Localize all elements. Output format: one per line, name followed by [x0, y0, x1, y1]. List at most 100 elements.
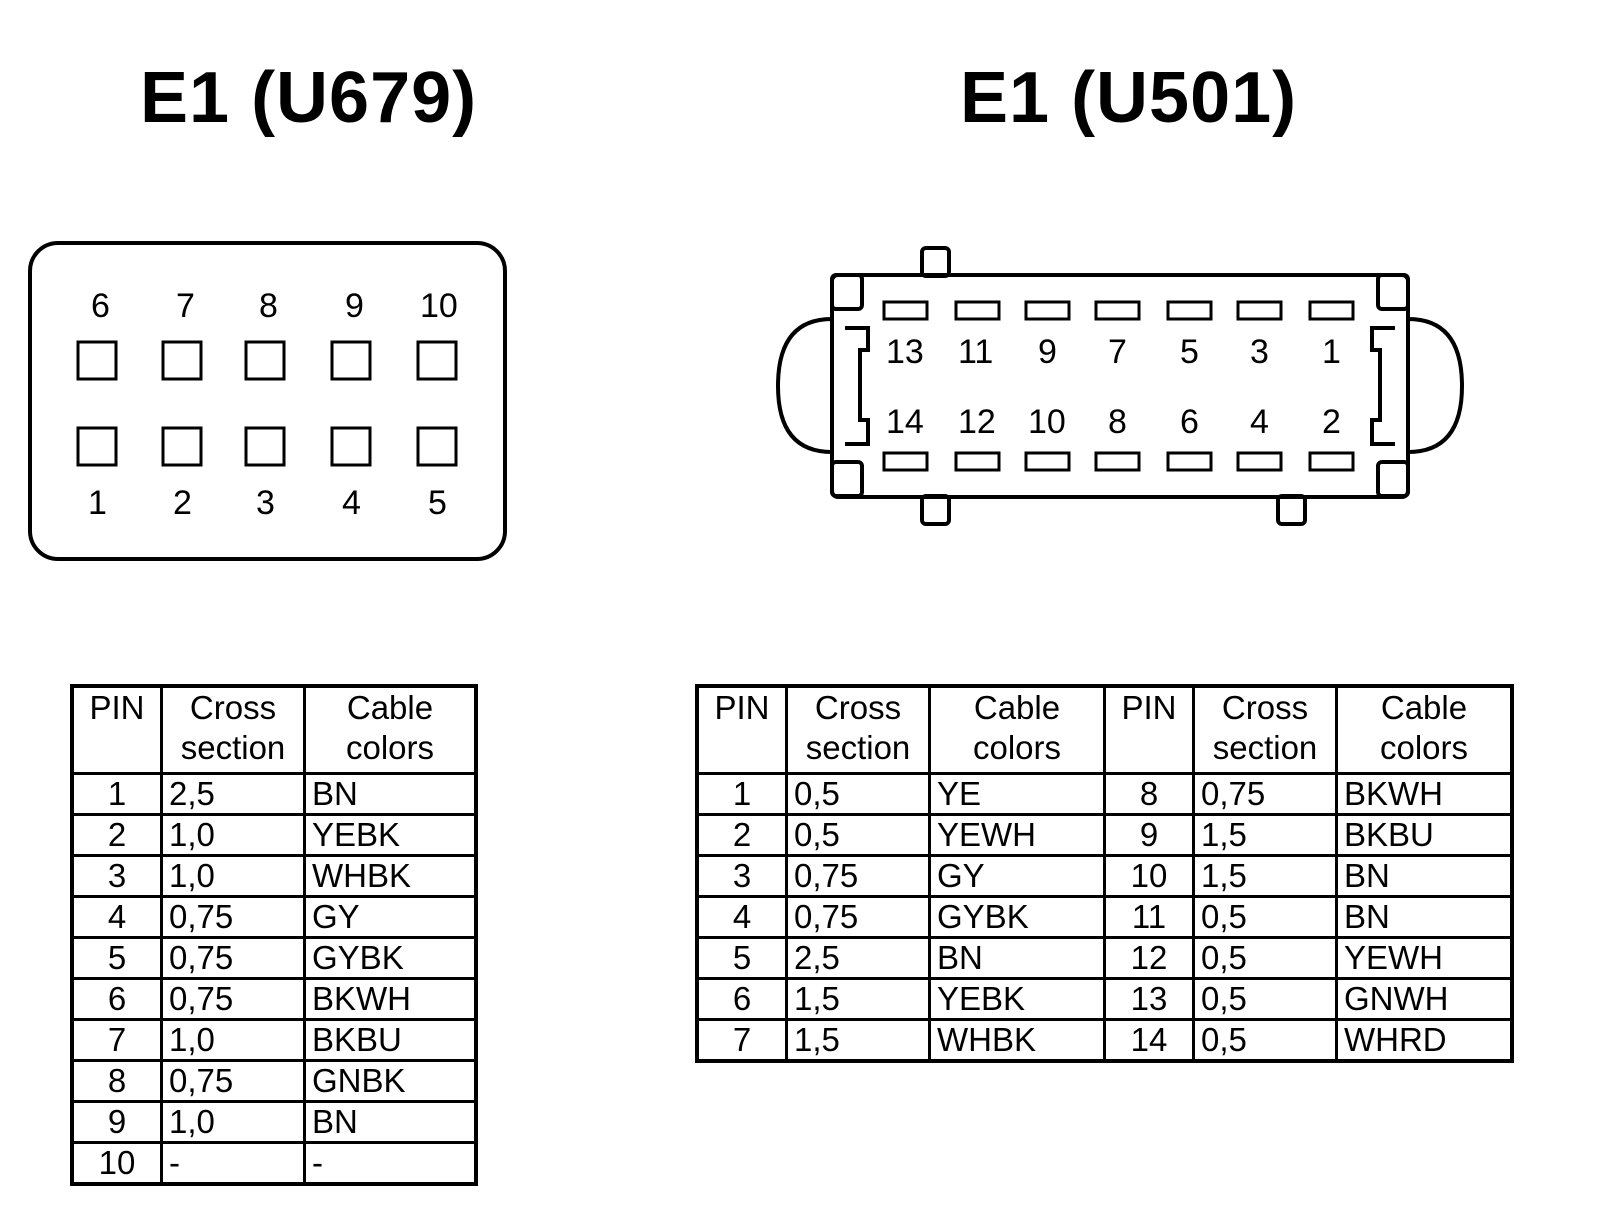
pin-number-label: 6	[1180, 403, 1199, 441]
cross-section-cell: 0,5	[785, 813, 931, 857]
cable-color-cell: BN	[1335, 854, 1514, 898]
pin-socket	[1166, 300, 1213, 321]
cable-color-cell: GYBK	[303, 936, 478, 980]
cable-color-cell: YEBK	[303, 813, 478, 857]
cross-section-cell: 2,5	[785, 936, 931, 980]
cable-color-cell: -	[303, 1141, 478, 1186]
connector-u679-housing	[28, 241, 507, 561]
cross-section-cell: 1,0	[160, 1100, 306, 1144]
pin-socket	[1236, 300, 1283, 321]
connector-u501-tab-top	[920, 246, 951, 278]
cross-section-cell: 1,0	[160, 813, 306, 857]
pin-socket	[1308, 451, 1355, 472]
pin-number-label: 9	[345, 287, 364, 325]
pin-cell: 1	[695, 772, 788, 816]
pin-socket	[244, 426, 286, 467]
pin-cell: 13	[1103, 977, 1195, 1021]
cross-section-cell: 0,75	[160, 977, 306, 1021]
pin-socket	[330, 426, 372, 467]
pin-cell: 12	[1103, 936, 1195, 980]
connector-u501-latch-left	[775, 317, 833, 454]
cable-color-cell: WHRD	[1335, 1018, 1514, 1063]
cross-section-cell: 1,5	[1192, 854, 1338, 898]
pin-socket	[330, 340, 372, 381]
pin-cell: 3	[695, 854, 788, 898]
pin-socket	[1236, 451, 1283, 472]
cross-section-cell: 0,5	[1192, 977, 1338, 1021]
cross-section-cell: 0,75	[160, 895, 306, 939]
cross-section-cell: 0,75	[1192, 772, 1338, 816]
pin-number-label: 7	[1108, 333, 1127, 371]
pin-number-label: 2	[1322, 403, 1341, 441]
pin-cell: 9	[70, 1100, 163, 1144]
cable-color-cell: WHBK	[928, 1018, 1106, 1063]
pin-socket	[1094, 451, 1141, 472]
connector-u501-corner-tr	[1376, 273, 1410, 311]
cable-color-cell: GY	[303, 895, 478, 939]
pin-cell: 8	[1103, 772, 1195, 816]
pin-socket	[76, 340, 118, 381]
connector-u501-corner-bl	[830, 460, 864, 498]
cable-color-cell: GY	[928, 854, 1106, 898]
cable-color-cell: BN	[303, 772, 478, 816]
pin-number-label: 10	[1028, 403, 1066, 441]
pin-socket	[416, 426, 458, 467]
pin-number-label: 6	[91, 287, 110, 325]
cross-section-cell: 0,5	[1192, 895, 1338, 939]
cross-section-cell: 1,5	[785, 977, 931, 1021]
connector-u501-corner-tl	[830, 273, 864, 311]
pin-cell: 4	[70, 895, 163, 939]
cable-color-cell: BKBU	[1335, 813, 1514, 857]
pin-socket	[882, 451, 929, 472]
col-header-pin: PIN	[70, 684, 163, 775]
cross-section-cell: 1,5	[785, 1018, 931, 1063]
cable-color-cell: BN	[928, 936, 1106, 980]
pin-number-label: 8	[259, 287, 278, 325]
pin-socket	[882, 300, 929, 321]
connector-u501-tab-bottom-right	[1276, 494, 1307, 526]
pin-number-label: 4	[342, 484, 361, 522]
cable-color-cell: GYBK	[928, 895, 1106, 939]
pin-cell: 7	[70, 1018, 163, 1062]
pin-socket	[1024, 300, 1071, 321]
pin-number-label: 4	[1250, 403, 1269, 441]
connector-u501-title: E1 (U501)	[960, 58, 1298, 138]
col-header-pin-2: PIN	[1103, 684, 1195, 775]
pin-number-label: 11	[958, 333, 993, 371]
pin-cell: 5	[70, 936, 163, 980]
pin-cell: 10	[1103, 854, 1195, 898]
pin-cell: 6	[695, 977, 788, 1021]
pin-socket	[1024, 451, 1071, 472]
pin-number-label: 3	[1250, 333, 1269, 371]
cross-section-cell: 1,0	[160, 1018, 306, 1062]
pin-number-label: 8	[1108, 403, 1127, 441]
cross-section-cell: 0,5	[1192, 936, 1338, 980]
connector-u501-latch-right	[1407, 317, 1465, 454]
pin-cell: 2	[695, 813, 788, 857]
pin-cell: 7	[695, 1018, 788, 1063]
pin-cell: 4	[695, 895, 788, 939]
cross-section-cell: 1,5	[1192, 813, 1338, 857]
pin-socket	[1094, 300, 1141, 321]
table-row: 10--	[70, 1141, 478, 1186]
pin-socket	[1166, 451, 1213, 472]
pin-cell: 6	[70, 977, 163, 1021]
cross-section-cell: -	[160, 1141, 306, 1186]
